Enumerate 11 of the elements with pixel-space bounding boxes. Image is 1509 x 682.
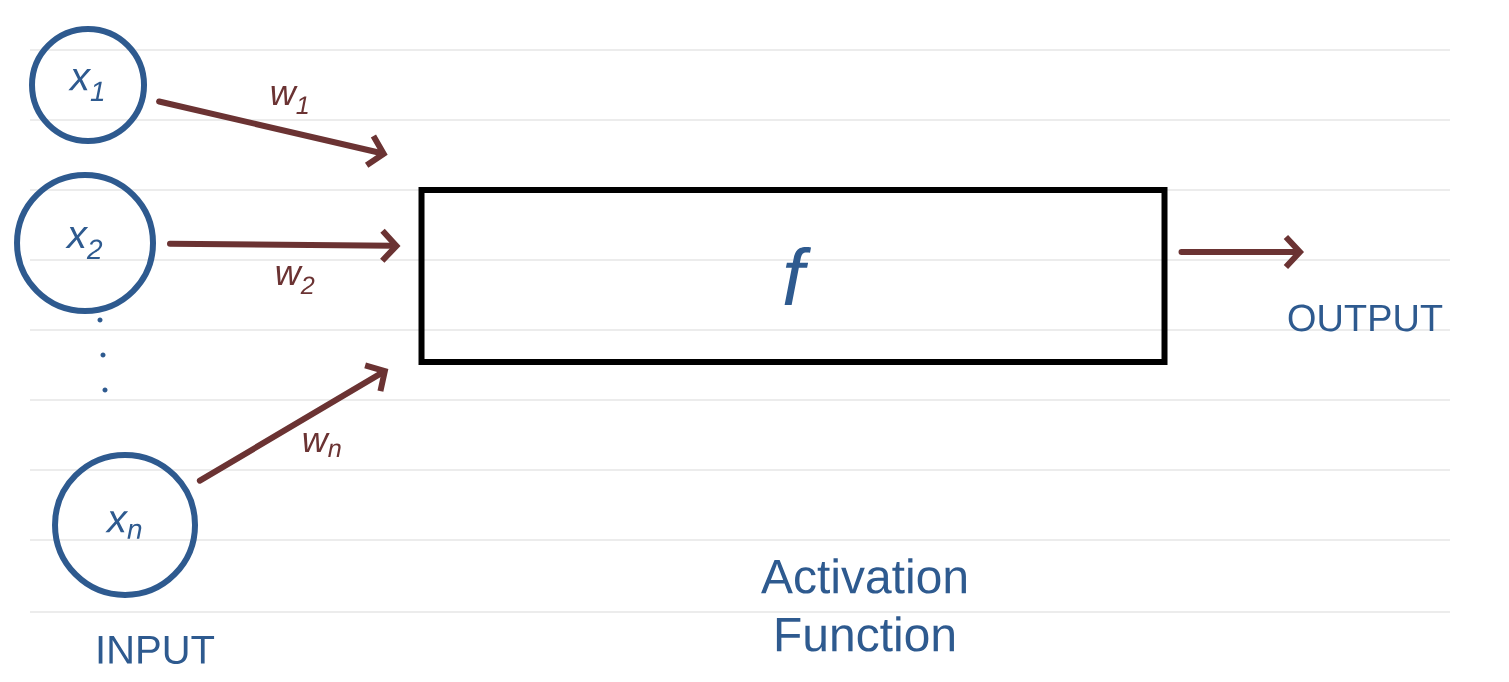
caption-text: INPUT [98,636,215,664]
arrow [167,228,401,263]
edge-label: w$_{1}$ [271,86,308,114]
arrow [1178,234,1304,270]
caption-text: OUTPUT [1288,304,1443,332]
function-box: f [418,187,1168,365]
caption-text: Activation Function [761,558,966,652]
arrow [196,362,389,484]
edge-label: w$_{2}$ [276,266,315,294]
arrow [156,98,388,168]
edge-label: w$_{n}$ [303,433,341,457]
